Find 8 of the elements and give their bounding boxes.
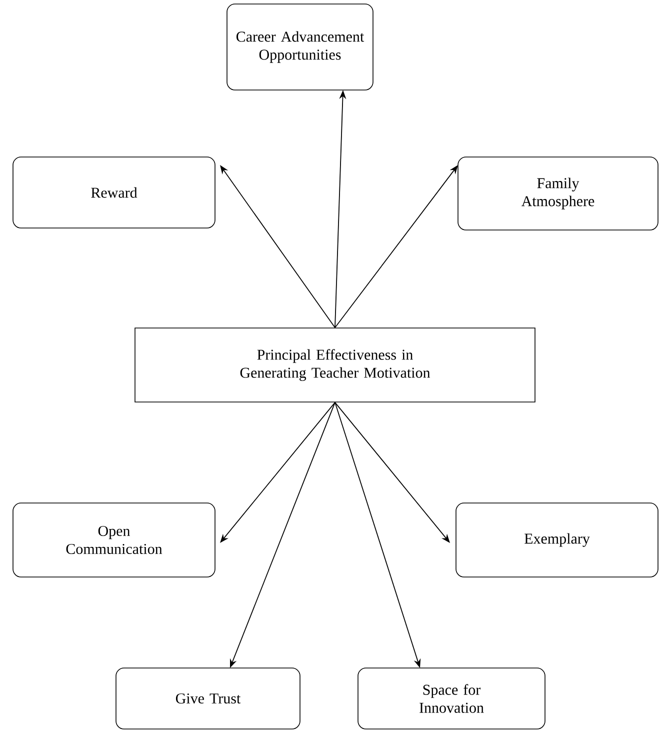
process-box: Give Trust xyxy=(116,668,300,730)
process-box: Reward xyxy=(12,156,216,228)
process-box: Family Atmosphere xyxy=(458,156,658,230)
process-box: Space for Innovation xyxy=(358,668,546,730)
process-box: Open Communication xyxy=(12,502,216,578)
process-box: Career Advancement Opportunities xyxy=(226,4,374,90)
process-box: Exemplary xyxy=(456,502,658,578)
central-box: Principal Effectiveness in Generating Teacher Motivation xyxy=(134,328,536,402)
